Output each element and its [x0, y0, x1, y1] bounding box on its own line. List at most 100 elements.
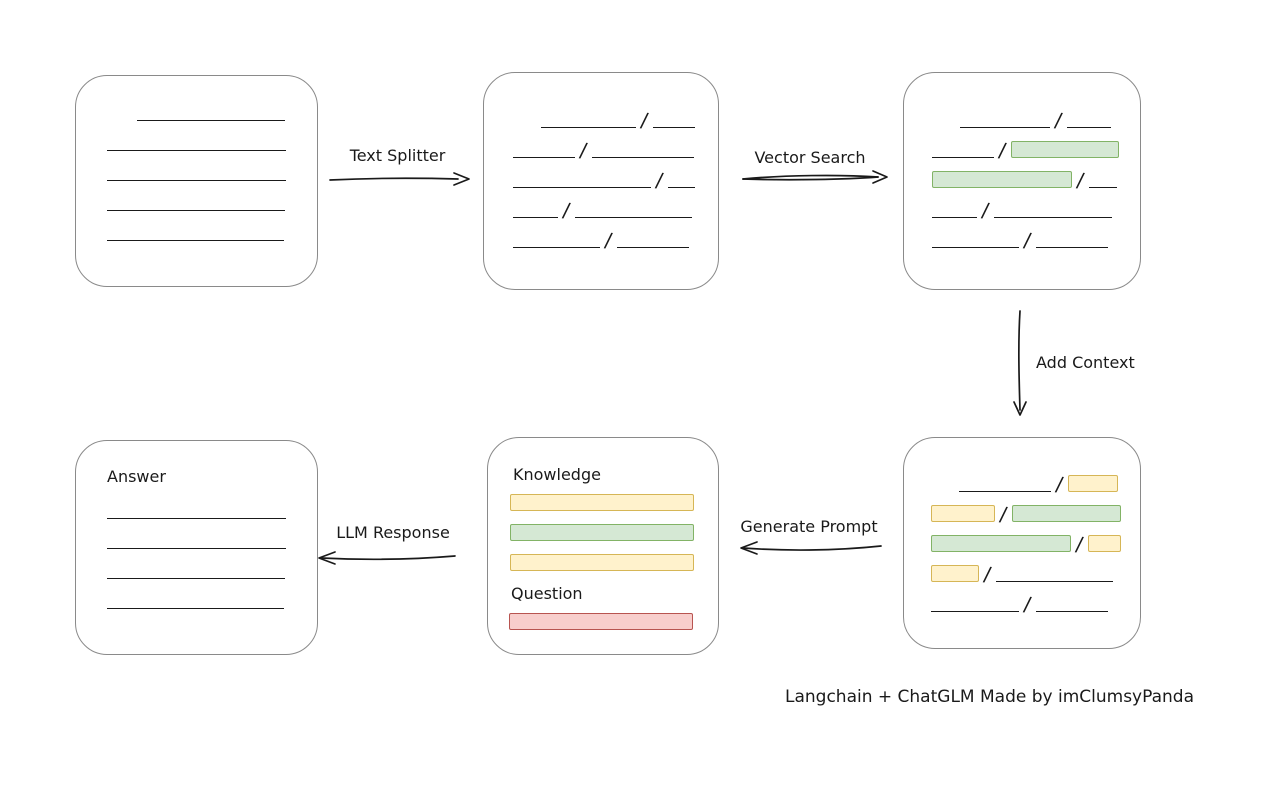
yellow-chunk: [1067, 475, 1118, 492]
llm-response-label: LLM Response: [336, 523, 450, 542]
prompt-node: Knowledge Question: [487, 437, 719, 655]
text-splitter-label: Text Splitter: [349, 146, 446, 165]
document-lines: [107, 91, 286, 241]
doc-row: [107, 519, 286, 549]
knowledge-label: Knowledge: [513, 465, 601, 484]
doc-row: [107, 579, 286, 609]
yellow-chunk: [931, 505, 995, 522]
doc-row: /: [513, 98, 695, 132]
doc-row: /: [931, 462, 1121, 496]
text-line: [107, 180, 286, 181]
split-chunks-lines: /////: [513, 98, 695, 253]
question-label: Question: [511, 584, 583, 603]
text-line: [107, 210, 285, 211]
text-line: [995, 581, 1113, 582]
doc-row: /: [932, 188, 1119, 222]
yellow-chunk: [510, 494, 694, 511]
doc-row: [510, 511, 694, 541]
doc-row: /: [513, 188, 695, 222]
text-line: [1088, 187, 1117, 188]
doc-row: [107, 489, 286, 519]
doc-row: /: [932, 218, 1119, 252]
text-line: [513, 217, 558, 218]
context-chunks-node: /////: [903, 437, 1141, 649]
text-line: [652, 127, 695, 128]
green-chunk: [510, 524, 694, 541]
text-line: [513, 247, 600, 248]
doc-row: [107, 121, 286, 151]
text-line: [959, 491, 1051, 492]
llm-response-arrow-left-icon: [318, 551, 456, 565]
text-line: [667, 187, 695, 188]
split-chunks-node: /////: [483, 72, 719, 290]
matched-chunks-lines: /////: [932, 98, 1119, 252]
vector-search-label: Vector Search: [754, 148, 866, 167]
text-line: [574, 217, 692, 218]
doc-row: /: [932, 128, 1119, 162]
doc-row: [510, 481, 694, 511]
text-line: [541, 127, 636, 128]
vector-search-arrow-right-icon: [742, 170, 888, 184]
matched-chunks-node: /////: [903, 72, 1141, 290]
text-line: [107, 150, 286, 151]
text-line: [1035, 247, 1108, 248]
text-line: [107, 548, 286, 549]
doc-row: [107, 151, 286, 181]
text-line: [932, 247, 1019, 248]
generate-prompt-label: Generate Prompt: [740, 517, 878, 536]
doc-row: [510, 541, 694, 571]
doc-row: /: [931, 492, 1121, 526]
doc-row: [107, 549, 286, 579]
doc-row: /: [513, 128, 695, 162]
document-node: [75, 75, 318, 287]
text-line: [513, 157, 575, 158]
doc-row: /: [513, 158, 695, 192]
question-bar: [509, 600, 693, 630]
add-context-label: Add Context: [1036, 353, 1135, 372]
doc-row: /: [931, 522, 1121, 556]
green-chunk: [1011, 505, 1121, 522]
doc-row: /: [931, 582, 1121, 617]
text-line: [932, 157, 994, 158]
context-chunks-lines: /////: [931, 462, 1121, 617]
answer-label: Answer: [107, 467, 166, 486]
diagram-caption: Langchain + ChatGLM Made by imClumsyPand…: [785, 687, 1194, 707]
text-line: [931, 611, 1019, 612]
generate-prompt-arrow-left-icon: [740, 541, 882, 555]
slash-separator: /: [603, 227, 614, 253]
green-chunk: [932, 171, 1072, 188]
text-line: [107, 518, 286, 519]
green-chunk: [931, 535, 1071, 552]
text-line: [960, 127, 1050, 128]
doc-row: [107, 91, 286, 121]
doc-row: /: [932, 98, 1119, 132]
text-line: [616, 247, 689, 248]
green-chunk: [1010, 141, 1119, 158]
knowledge-bars: [510, 481, 694, 571]
slash-separator: /: [1022, 591, 1033, 617]
text-line: [513, 187, 651, 188]
doc-row: /: [931, 552, 1121, 586]
doc-row: [107, 211, 286, 241]
yellow-chunk: [1087, 535, 1121, 552]
text-line: [993, 217, 1112, 218]
answer-node: Answer: [75, 440, 318, 655]
text-line: [591, 157, 694, 158]
doc-row: /: [513, 218, 695, 253]
yellow-chunk: [510, 554, 694, 571]
text-line: [137, 120, 285, 121]
text-line: [1066, 127, 1111, 128]
answer-lines: [107, 489, 286, 609]
text-splitter-arrow-right-icon: [329, 172, 470, 186]
doc-row: [107, 181, 286, 211]
text-line: [932, 217, 977, 218]
text-line: [107, 578, 285, 579]
add-context-arrow-down-icon: [1013, 310, 1027, 416]
doc-row: /: [932, 158, 1119, 192]
yellow-chunk: [931, 565, 979, 582]
red-chunk: [509, 613, 693, 630]
doc-row: [509, 600, 693, 630]
text-line: [107, 240, 284, 241]
text-line: [1035, 611, 1108, 612]
